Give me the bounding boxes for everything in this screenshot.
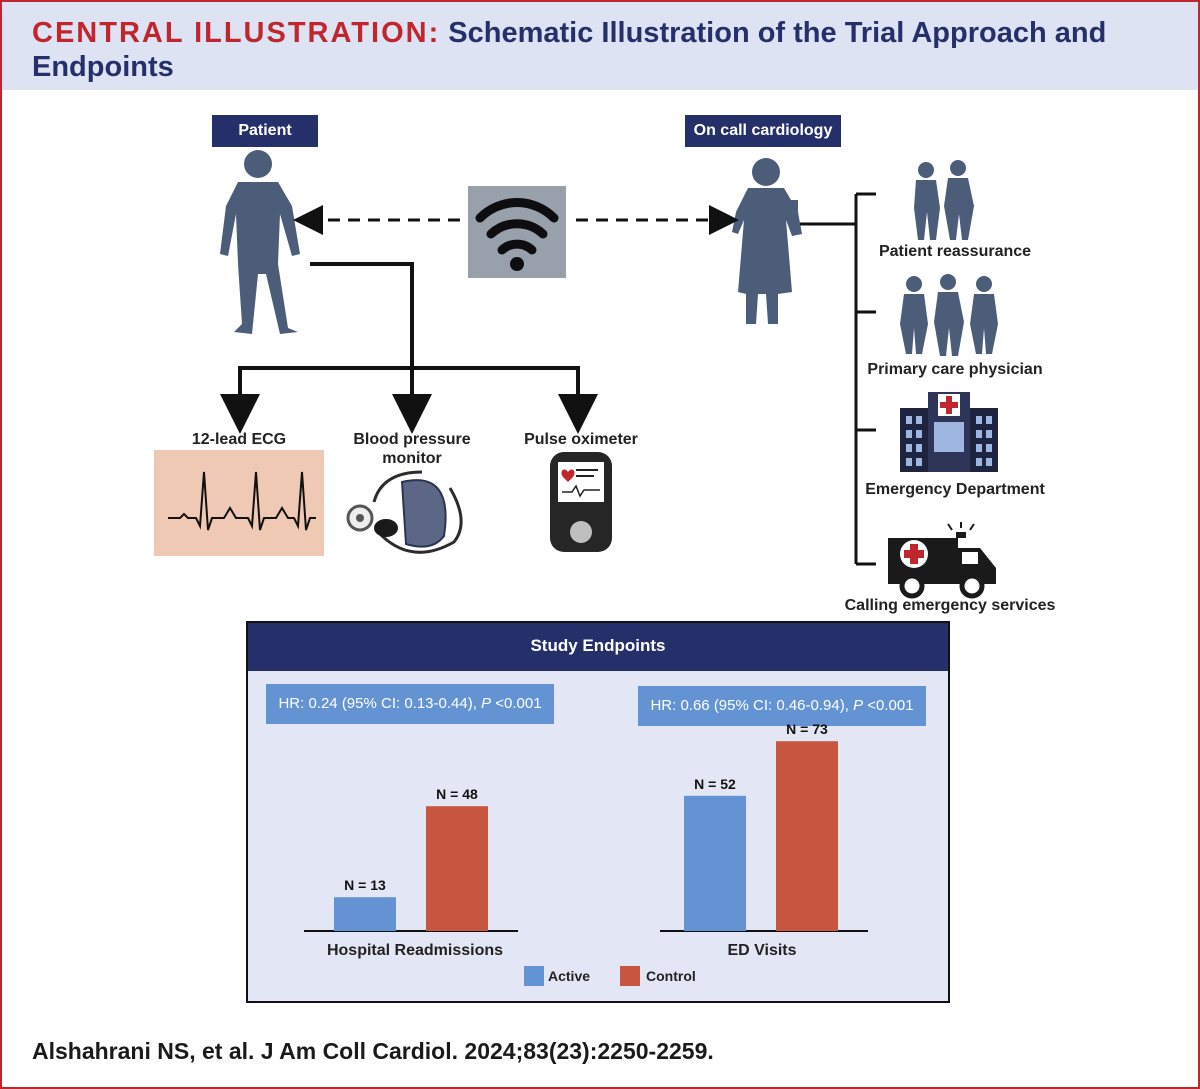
wifi-icon [468, 186, 566, 278]
study-endpoints-panel [246, 621, 950, 1003]
title-text: Schematic Illustration of the Trial Appr… [32, 17, 1107, 83]
patient-label: Patient [212, 115, 318, 147]
pulse-caption: Pulse oximeter [524, 431, 638, 448]
bar-active-1 [684, 795, 746, 931]
bp-caption-line1: Blood pressure [353, 431, 471, 448]
citation: Alshahrani NS, et al. J Am Coll Cardiol.… [32, 1038, 714, 1064]
outcome-bracket [800, 192, 876, 566]
legend-swatch-active [524, 966, 544, 986]
primary-care-physician-icon [900, 274, 998, 356]
patient-figure [220, 150, 300, 334]
legend-label-control: Control [646, 968, 696, 984]
p-symbol: P [853, 697, 864, 714]
p-value: <0.001 [863, 697, 914, 714]
bar-label-active-1: N = 52 [694, 775, 736, 792]
bp-caption-line2: monitor [382, 450, 442, 467]
bar-control-0 [426, 806, 488, 931]
ambulance-icon [888, 522, 996, 599]
patient-reassurance-icon [914, 160, 974, 240]
hr-ed-text: HR: 0.66 (95% CI: 0.46-0.94), [650, 697, 849, 714]
bp-caption: Blood pressure monitor [342, 430, 482, 468]
bar-control-1 [776, 741, 838, 931]
device-connector [220, 262, 598, 434]
bar-label-active-0: N = 13 [344, 877, 386, 894]
legend-swatch-control [620, 966, 640, 986]
bar-group [334, 741, 838, 931]
bar-label-control-1: N = 73 [786, 721, 828, 738]
cardiologist-figure [732, 158, 802, 324]
header-bar: CENTRAL ILLUSTRATION: Schematic Illustra… [2, 2, 1198, 90]
hospital-icon [900, 392, 998, 472]
p-value: <0.001 [491, 695, 542, 712]
ecg-trace-icon [154, 450, 324, 556]
reassurance-caption: Patient reassurance [878, 243, 1032, 260]
ems-caption: Calling emergency services [844, 597, 1056, 614]
p-symbol: P [481, 695, 492, 712]
primary-care-caption: Primary care physician [867, 361, 1043, 378]
pulse-oximeter-icon [550, 452, 612, 552]
hr-ed: HR: 0.66 (95% CI: 0.46-0.94), P <0.001 [638, 686, 926, 726]
legend-label-active: Active [548, 968, 591, 984]
endpoints-title: Study Endpoints [530, 636, 666, 655]
hr-readmissions: HR: 0.24 (95% CI: 0.13-0.44), P <0.001 [266, 684, 554, 724]
ed-caption: Emergency Department [865, 481, 1045, 498]
category-label-ed: ED Visits [727, 942, 797, 959]
category-label-readmissions: Hospital Readmissions [326, 942, 504, 959]
bar-active-0 [334, 897, 396, 931]
bar-label-control-0: N = 48 [436, 786, 478, 803]
hr-readmissions-text: HR: 0.24 (95% CI: 0.13-0.44), [278, 695, 477, 712]
blood-pressure-monitor-icon [346, 470, 463, 554]
page-title: CENTRAL ILLUSTRATION: Schematic Illustra… [32, 16, 1182, 84]
cardiology-label: On call cardiology [685, 115, 841, 147]
ecg-caption: 12-lead ECG [191, 431, 287, 448]
title-prefix: CENTRAL ILLUSTRATION: [32, 17, 441, 49]
